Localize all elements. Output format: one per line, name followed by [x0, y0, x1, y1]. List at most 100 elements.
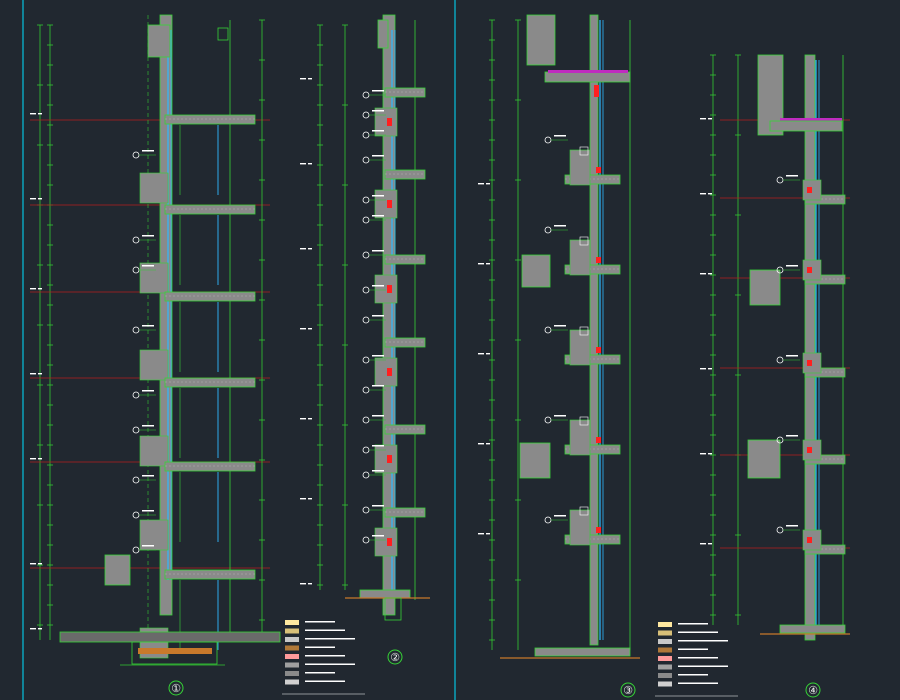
legend-panel-3-4-swatch-text [678, 623, 708, 625]
p3-callout-bubble [544, 226, 552, 234]
p2-l2-floor-slab [384, 254, 426, 265]
legend-panel-1-2-swatch [285, 662, 299, 668]
legend-panel-3-4-swatch-text [678, 682, 718, 684]
legend-panel-1-2-swatch [285, 637, 299, 642]
legend-panel-3-4-swatch-text [678, 657, 718, 659]
legend-panel-1-2-swatch [285, 620, 299, 625]
p4-callout-text [786, 175, 798, 177]
p4-label-circle [805, 682, 821, 698]
p4-callout-text [786, 355, 798, 357]
p1-callout-bubble [132, 546, 140, 554]
p3-roof-slab [544, 71, 631, 83]
p1-callout-text [142, 265, 154, 267]
p3-callout-text [554, 135, 566, 137]
p1-level-tag [30, 113, 36, 115]
p3-bracket-3 [579, 416, 589, 426]
legend-panel-1-2-swatch [285, 628, 299, 634]
p2-callout-bubble [362, 416, 370, 424]
p2-callout-bubble [362, 471, 370, 479]
p4-callout-bubble [776, 526, 784, 534]
p1-callout-text [142, 325, 154, 327]
p3-callout-text [554, 225, 566, 227]
p1-callout-text [142, 390, 154, 392]
p2-level-tag [308, 583, 312, 585]
legend-panel-1-2-swatch [285, 645, 299, 651]
p1-cornice-0 [139, 172, 169, 204]
p2-l5-insulation-block [387, 538, 392, 546]
p1-l4-floor-slab [164, 461, 256, 472]
p2-level-tag [300, 163, 306, 165]
legend-panel-3-4-swatch-text [678, 674, 708, 676]
p2-callout-text [372, 90, 384, 92]
p3-level-tag [478, 263, 484, 265]
p4-level-tag [700, 368, 706, 370]
section-panel-2: ② [300, 14, 430, 665]
p1-callout-text [142, 425, 154, 427]
p3-label-text: ③ [623, 684, 633, 697]
p2-callout-text [372, 315, 384, 317]
p3-level-tag [486, 353, 490, 355]
p3-bracket-2 [579, 326, 589, 336]
p2-callout-bubble [362, 286, 370, 294]
legend-panel-3-4-swatch [658, 673, 672, 678]
legend-panel-1-2-swatch-text [305, 638, 355, 640]
p2-level-tag [300, 498, 306, 500]
legend-panel-1-2-swatch-text [305, 672, 335, 674]
legend-panel-3-4-swatch-text [678, 631, 718, 633]
p3-callout-text [554, 415, 566, 417]
p1-callout-text [142, 475, 154, 477]
p4-level-tag [708, 118, 712, 120]
p2-level-tag [308, 418, 312, 420]
p3-l0-floor-slab [564, 174, 621, 185]
p3-callout-bubble [544, 516, 552, 524]
p4-callout-bubble [776, 356, 784, 364]
p3-level-tag [478, 353, 484, 355]
p3-level-tag [486, 183, 490, 185]
p2-level-tag [300, 418, 306, 420]
p1-level-tag [30, 373, 36, 375]
p1-callout-bubble [132, 236, 140, 244]
p2-callout-text [372, 250, 384, 252]
p2-callout-text [372, 415, 384, 417]
p2-callout-text [372, 470, 384, 472]
legend-panel-1-2-swatch-text [305, 621, 335, 623]
p4-roof-membrane [780, 118, 842, 121]
p1-level-tag [38, 113, 42, 115]
legend-panel-3-4-swatch-text [678, 648, 708, 650]
p3-bracket-4 [579, 506, 589, 516]
p3-callout-bubble [544, 326, 552, 334]
p2-callout-bubble [362, 536, 370, 544]
p2-level-tag [300, 328, 306, 330]
p1-callout-bubble [132, 326, 140, 334]
p2-callout-bubble [362, 216, 370, 224]
p4-l1-insulation-block [807, 267, 812, 273]
p1-level-tag [38, 288, 42, 290]
p3-l1-floor-slab [564, 264, 621, 275]
p3-l1-insulation-block [596, 257, 601, 263]
p4-label-text: ④ [808, 684, 818, 697]
p3-level-tag [486, 533, 490, 535]
p1-level-tag [30, 288, 36, 290]
p1-callout-bubble [132, 391, 140, 399]
p1-level-tag [38, 458, 42, 460]
p4-level-tag [700, 118, 706, 120]
p4-level-tag [700, 273, 706, 275]
p4-exterior-wall [804, 54, 816, 641]
p1-callout-bubble [132, 266, 140, 274]
p2-level-tag [308, 163, 312, 165]
p1-foundation [131, 641, 218, 665]
p1-cornice-3 [139, 435, 169, 467]
legend-panel-3-4-swatch [658, 647, 672, 653]
p2-callout-bubble [362, 251, 370, 259]
legend-panel-1-2-swatch-text [305, 646, 335, 648]
p4-projection-b [747, 439, 781, 479]
p3-level-tag [478, 443, 484, 445]
section-panel-4: ④ [700, 54, 850, 698]
p2-balcony-2 [374, 274, 398, 304]
p3-l3-insulation-block [596, 437, 601, 443]
p4-l3-insulation-block [807, 447, 812, 453]
p2-callout-text [372, 355, 384, 357]
p2-balcony-1 [374, 189, 398, 219]
p2-callout-bubble [362, 446, 370, 454]
